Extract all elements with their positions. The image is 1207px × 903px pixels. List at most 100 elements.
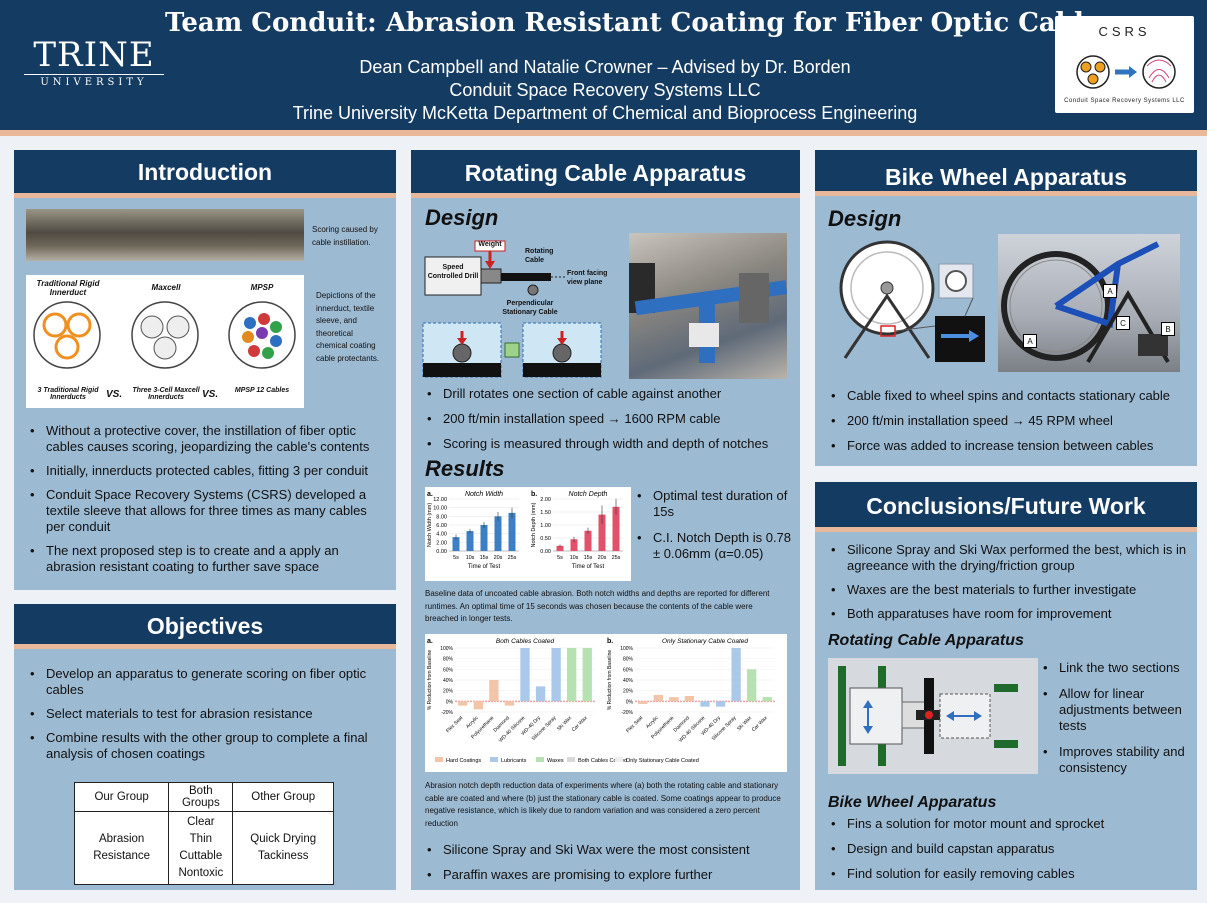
y-tick-label: 8.00	[436, 514, 447, 520]
introduction-panel: Introduction Scoring caused by cable ins…	[14, 150, 396, 590]
table-header-cell: Our Group	[73, 782, 170, 812]
chart-bar	[700, 701, 710, 707]
y-tick-label: -20%	[441, 710, 453, 716]
x-tick-label: 25s	[508, 555, 517, 561]
objectives-panel: Objectives Develop an apparatus to gener…	[14, 604, 396, 890]
poster-title: Team Conduit: Abrasion Resistant Coating…	[164, 8, 1116, 38]
diagram-bottom-maxcell: Three 3-Cell Maxcell Innerducts	[132, 387, 200, 401]
reduction-caption: Abrasion notch depth reduction data of e…	[425, 781, 781, 828]
introduction-bullets: Without a protective cover, the instilla…	[26, 423, 388, 583]
chart-bar	[452, 537, 460, 551]
chart-bar	[638, 701, 648, 704]
table-header-cell: Other Group	[232, 782, 334, 812]
chart-bar	[556, 545, 564, 551]
table-header-cell: Both Groups	[168, 782, 234, 812]
diagram-vs-2: VS.	[202, 389, 219, 400]
chart-bar	[653, 694, 663, 702]
notch-caption: Baseline data of uncoated cable abrasion…	[425, 589, 770, 623]
chart-bar	[567, 648, 577, 702]
other-group-cell: Quick Drying Tackiness	[232, 811, 334, 885]
y-tick-label: 40%	[623, 678, 634, 684]
rotating-panel: Rotating Cable Apparatus Design Weight S…	[411, 150, 800, 890]
y-tick-label: 20%	[443, 689, 454, 695]
rotating-design-bullet: Scoring is measured through width and de…	[423, 436, 793, 452]
y-tick-label: 80%	[443, 657, 454, 663]
y-tick-label: 0.50	[540, 536, 551, 542]
reduction-charts-box: a.Both Cables Coated-20%0%20%40%60%80%10…	[425, 634, 787, 772]
group-comparison-table: Our Group Both Groups Other Group Abrasi…	[73, 782, 334, 885]
future-bike-bullet: Find solution for easily removing cables	[827, 866, 1193, 882]
x-tick-label: Flex Seal	[625, 715, 644, 734]
bike-title: Bike Wheel Apparatus	[815, 150, 1197, 196]
y-tick-label: 0%	[626, 699, 634, 705]
chart-bar	[762, 697, 772, 702]
objectives-bullets: Develop an apparatus to generate scoring…	[26, 666, 388, 770]
x-tick-label: 25s	[612, 555, 621, 561]
chart-bar	[731, 648, 741, 702]
conclusion-bullet: Silicone Spray and Ski Wax performed the…	[827, 542, 1193, 574]
y-axis-label: Notch Width (mm)	[427, 503, 433, 547]
y-tick-label: 20%	[623, 689, 634, 695]
csrs-logo-caption: Conduit Space Recovery Systems LLC	[1064, 98, 1185, 104]
conclusions-bullets: Silicone Spray and Ski Wax performed the…	[827, 542, 1193, 630]
legend-swatch	[490, 757, 498, 762]
rotating-final-bullets: Silicone Spray and Ski Wax were the most…	[423, 842, 793, 891]
x-tick-label: 15s	[584, 555, 593, 561]
chart-bar	[570, 539, 578, 551]
diagram-weight-label: Weight	[478, 241, 502, 248]
final-bullet: Paraffin waxes are promising to explore …	[423, 867, 793, 883]
diagram-front-view-label: Front facing view plane	[567, 270, 608, 286]
conclusion-bullet: Waxes are the best materials to further …	[827, 582, 1193, 598]
both-group-item: Clear	[187, 816, 215, 828]
chart-panel-letter: b.	[607, 638, 613, 645]
y-tick-label: 0.00	[540, 549, 551, 555]
legend-swatch	[567, 757, 575, 762]
diagram-vs-1: VS.	[106, 389, 123, 400]
rotating-design-label: Design	[425, 205, 499, 230]
chart-bar	[466, 531, 474, 551]
y-tick-label: 10.00	[433, 506, 447, 512]
chart-title: Both Cables Coated	[496, 638, 555, 645]
results-bullet: Optimal test duration of 15s	[633, 488, 798, 520]
bike-bullets: Cable fixed to wheel spins and contacts …	[827, 388, 1193, 462]
legend-label: Hard Coatings	[446, 758, 481, 764]
y-tick-label: 2.00	[436, 540, 447, 546]
diagram-rotating-label: Rotating Cable	[525, 248, 554, 264]
y-tick-label: 100%	[620, 646, 633, 652]
innerduct-diagram: Traditional Rigid Innerduct Maxcell MPSP…	[26, 275, 304, 408]
legend-label: Waxes	[547, 758, 564, 764]
csrs-logo-graphic	[1076, 55, 1176, 89]
conclusions-panel: Conclusions/Future Work Silicone Spray a…	[815, 482, 1197, 890]
chart-bar	[504, 701, 515, 706]
rotating-design-bullet: 200 ft/min installation speed → 1600 RPM…	[423, 411, 793, 427]
chart-bar	[598, 514, 606, 551]
rotating-photo-graphic	[629, 263, 788, 363]
objective-bullet: Develop an apparatus to generate scoring…	[26, 666, 388, 698]
y-tick-label: 40%	[443, 678, 454, 684]
table-row: Abrasion Resistance Clear Thin Cuttable …	[73, 811, 334, 885]
diagram-label-mpsp: MPSP	[250, 283, 274, 292]
future-rotating-graphic	[838, 666, 1018, 766]
chart-bar	[669, 697, 679, 702]
chart-bar	[494, 516, 502, 551]
y-tick-label: 6.00	[436, 523, 447, 529]
rotating-design-bullet: Drill rotates one section of cable again…	[423, 386, 793, 402]
x-tick-label: 5s	[557, 555, 563, 561]
rotating-apparatus-photo	[629, 233, 788, 379]
chart-panel-letter: b.	[531, 491, 537, 498]
diagram-perp-label: Perpendicular Stationary Cable	[502, 300, 558, 316]
future-rotating-bullet: Link the two sections	[1039, 660, 1195, 676]
poster-authors-block: Dean Campbell and Natalie Crowner – Advi…	[240, 56, 970, 125]
bike-apparatus-photo: A A B C	[998, 234, 1180, 372]
rotating-results-label: Results	[425, 456, 505, 481]
conclusions-rotating-label: Rotating Cable Apparatus	[828, 632, 1024, 649]
both-groups-cell: Clear Thin Cuttable Nontoxic	[168, 811, 234, 885]
x-axis-label: Time of Test	[572, 564, 605, 570]
bike-photo-graphic	[1001, 241, 1170, 364]
y-tick-label: 100%	[440, 646, 453, 652]
scored-cable-photo	[26, 209, 304, 261]
scoring-caption: Scoring caused by cable instillation.	[312, 225, 378, 247]
innerduct-diagram-graphic	[33, 301, 296, 369]
our-group-cell: Abrasion Resistance	[73, 811, 170, 885]
y-tick-label: 80%	[623, 657, 634, 663]
